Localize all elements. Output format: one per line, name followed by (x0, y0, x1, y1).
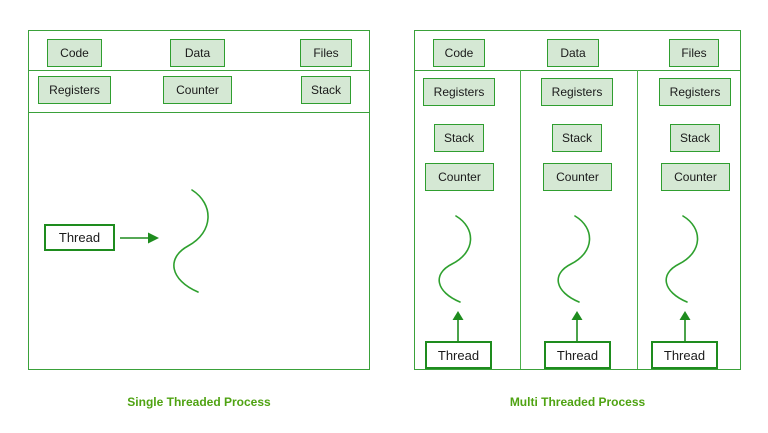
chip-registers-thread-3[interactable]: Registers (659, 78, 731, 106)
header-band-divider (29, 70, 369, 71)
chip-counter-thread-3[interactable]: Counter (661, 163, 730, 191)
column-divider-1 (520, 70, 521, 369)
chip-data-single[interactable]: Data (170, 39, 225, 67)
chip-stack-single[interactable]: Stack (301, 76, 351, 104)
chip-counter-thread-2[interactable]: Counter (543, 163, 612, 191)
chip-stack-thread-3[interactable]: Stack (670, 124, 720, 152)
chip-code-multi[interactable]: Code (433, 39, 485, 67)
chip-registers-single[interactable]: Registers (38, 76, 111, 104)
caption-multi-threaded: Multi Threaded Process (509, 395, 646, 409)
second-band-divider (29, 112, 369, 113)
thread-box-single[interactable]: Thread (44, 224, 115, 251)
thread-box-multi-3[interactable]: Thread (651, 341, 718, 369)
thread-box-multi-1[interactable]: Thread (425, 341, 492, 369)
chip-data-multi[interactable]: Data (547, 39, 599, 67)
chip-files-single[interactable]: Files (300, 39, 352, 67)
chip-stack-thread-1[interactable]: Stack (434, 124, 484, 152)
column-divider-2 (637, 70, 638, 369)
chip-files-multi[interactable]: Files (669, 39, 719, 67)
chip-registers-thread-1[interactable]: Registers (423, 78, 495, 106)
caption-single-threaded: Single Threaded Process (127, 395, 271, 409)
chip-code-single[interactable]: Code (47, 39, 102, 67)
chip-counter-single[interactable]: Counter (163, 76, 232, 104)
chip-registers-thread-2[interactable]: Registers (541, 78, 613, 106)
chip-stack-thread-2[interactable]: Stack (552, 124, 602, 152)
chip-counter-thread-1[interactable]: Counter (425, 163, 494, 191)
header-band-divider-multi (415, 70, 740, 71)
thread-box-multi-2[interactable]: Thread (544, 341, 611, 369)
